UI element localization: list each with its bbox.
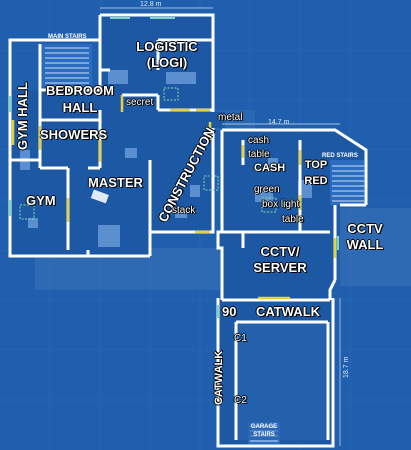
label-cctv-server-line1: CCTV/ [260, 244, 300, 259]
label-gym: GYM [26, 193, 56, 208]
label-master: MASTER [88, 175, 143, 190]
label-main-stairs: MAIN STAIRS [48, 34, 87, 40]
callout-c2: C2 [234, 395, 247, 406]
label-gym-hall: GYM HALL [15, 82, 30, 150]
walls [8, 13, 368, 448]
callout-metal: metal [218, 112, 243, 123]
label-bedroom-line2: HALL [62, 100, 98, 115]
callout-table: table [282, 214, 304, 225]
label-logistic-line2: (LOGI) [146, 55, 188, 70]
label-garage-stairs: GARAGE STAIRS [248, 424, 280, 438]
callout-cash-table-2: table [248, 149, 270, 160]
label-logistic-line1: LOGISTIC [136, 39, 198, 54]
label-catwalk-vertical: CATWALK [213, 350, 225, 405]
dimension-top: 12.8 m [140, 1, 162, 8]
label-garage-line2: STAIRS [253, 432, 275, 438]
label-red: RED [304, 175, 328, 187]
callout-secret: secret [126, 97, 154, 108]
dimension-middle: 14.7 m [268, 119, 290, 126]
label-cctv-wall-line2: WALL [346, 237, 384, 252]
windows [9, 17, 339, 318]
label-garage-line1: GARAGE [250, 424, 278, 430]
label-cctv-server-line2: SERVER [253, 260, 307, 275]
label-top-red: TOP RED [302, 160, 330, 187]
label-top: TOP [304, 159, 328, 171]
main-stairs-steps [45, 47, 89, 84]
stairs-block-red [330, 160, 366, 205]
callout-c1: C1 [234, 333, 247, 344]
dimension-lines [100, 7, 341, 446]
label-logistic: LOGISTIC (LOGI) [132, 40, 202, 69]
dimension-right: 18.7 m [343, 356, 350, 378]
label-bedroom-hall: BEDROOM HALL [42, 84, 118, 114]
desk-master [90, 189, 109, 204]
label-90: 90 [222, 304, 237, 319]
label-showers: SHOWERS [40, 127, 108, 142]
label-cash: CASH [254, 162, 286, 174]
callout-green: green [254, 184, 280, 195]
hatch-markers [19, 87, 277, 220]
label-catwalk: CATWALK [256, 304, 321, 319]
callout-cash-table-1: cash [248, 135, 270, 146]
catwalk-floor [236, 322, 328, 440]
label-cctv-wall-line1: CCTV [347, 221, 383, 236]
label-cctv-wall: CCTV WALL [345, 222, 385, 251]
red-stairs-steps [332, 165, 364, 202]
callout-stack: stack [172, 205, 196, 216]
label-red-stairs: RED STAIRS [322, 153, 358, 159]
label-cctv-server: CCTV/ SERVER [248, 245, 312, 274]
callout-box-light: box light [262, 199, 300, 210]
stairs-block-main [42, 44, 92, 86]
doors [11, 95, 337, 300]
exterior-area-right [340, 208, 411, 286]
label-bedroom-line1: BEDROOM [46, 83, 114, 98]
